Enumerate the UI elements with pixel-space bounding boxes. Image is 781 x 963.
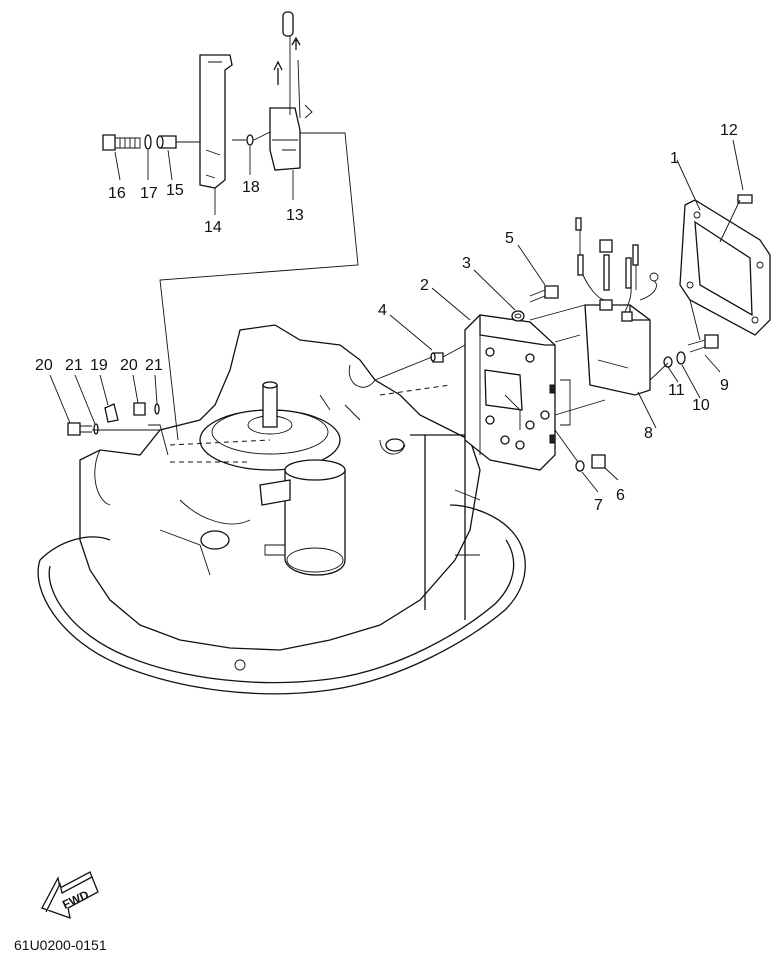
fwd-direction-icon: FWD — [41, 871, 99, 919]
engine-assembly — [37, 324, 526, 695]
bolt-16 — [102, 134, 141, 151]
washer-17 — [144, 134, 152, 150]
callout-6: 6 — [616, 487, 625, 504]
callout-7: 7 — [594, 497, 603, 514]
bracket-14 — [199, 54, 233, 189]
bolt-5 — [529, 285, 559, 303]
callout-21-right: 21 — [145, 357, 163, 374]
callout-labels: 1 2 3 4 5 6 7 8 9 10 11 12 13 14 15 16 1… — [35, 122, 738, 514]
cdi-unit-8 — [575, 217, 659, 396]
collar-15 — [156, 135, 177, 149]
callout-11: 11 — [668, 382, 685, 399]
leader-lines — [49, 132, 744, 493]
screw-12 — [737, 194, 753, 204]
callout-2: 2 — [420, 277, 429, 294]
bolt-6 — [591, 454, 606, 469]
callout-10: 10 — [692, 397, 710, 414]
drawing-code: 61U0200-0151 — [14, 937, 107, 953]
callout-21-left: 21 — [65, 357, 83, 374]
callout-1: 1 — [670, 150, 679, 167]
callout-4: 4 — [378, 302, 387, 319]
washer-21-left — [93, 423, 99, 435]
grommet-3 — [511, 310, 525, 322]
callout-8: 8 — [644, 425, 653, 442]
rectifier-13 — [269, 11, 313, 171]
washer-18 — [246, 134, 254, 146]
callout-12: 12 — [720, 122, 738, 139]
callout-20-right: 20 — [120, 357, 138, 374]
bolt-20-right — [133, 402, 146, 416]
bolt-20-left — [67, 422, 92, 436]
callout-16: 16 — [108, 185, 126, 202]
callout-18: 18 — [242, 179, 260, 196]
callout-9: 9 — [720, 377, 729, 394]
callout-5: 5 — [505, 230, 514, 247]
callout-13: 13 — [286, 207, 304, 224]
callout-17: 17 — [140, 185, 158, 202]
callout-20-left: 20 — [35, 357, 53, 374]
washer-7 — [575, 460, 585, 472]
washer-21-right — [154, 403, 160, 415]
collar-4 — [430, 352, 444, 363]
clamp-19 — [104, 403, 119, 423]
callout-3: 3 — [462, 255, 471, 272]
callout-19: 19 — [90, 357, 108, 374]
callout-15: 15 — [166, 182, 184, 199]
bolt-9 — [687, 334, 719, 353]
cover-1 — [679, 199, 771, 336]
callout-14: 14 — [204, 219, 222, 236]
base-plate-2 — [464, 314, 556, 471]
washer-10 — [676, 351, 686, 365]
